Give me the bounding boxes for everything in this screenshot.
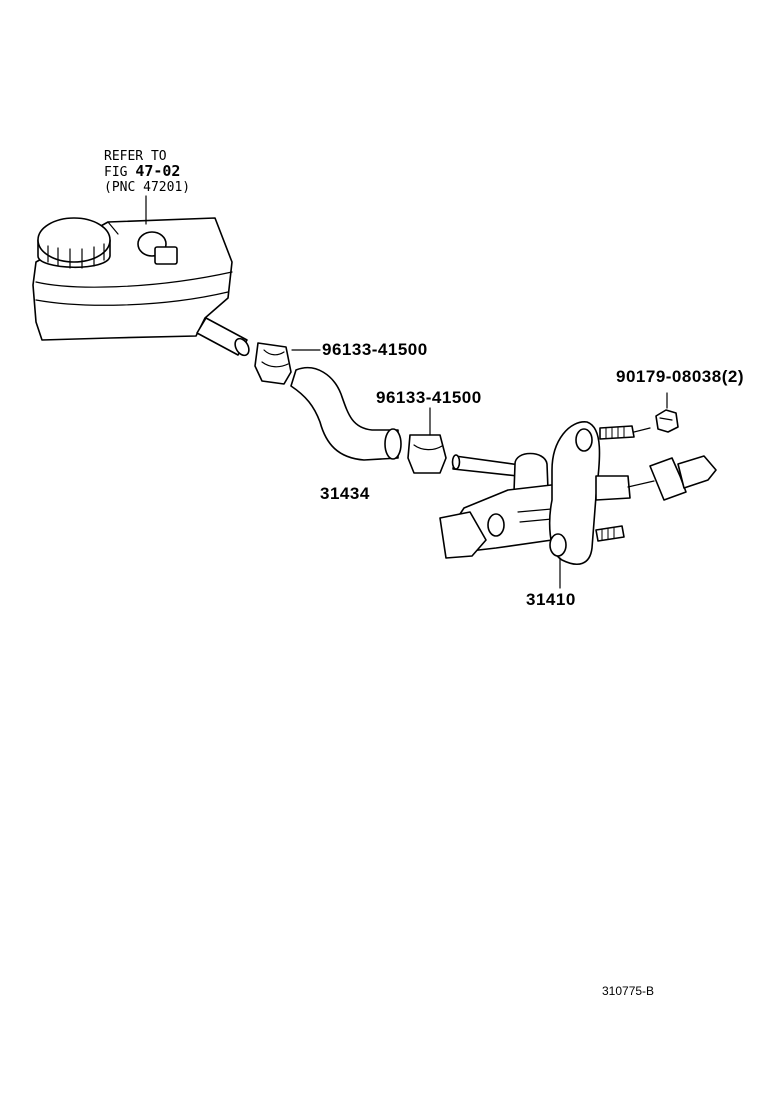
- hose-clip-lower: [407, 434, 447, 474]
- reservoir-hose: [290, 367, 402, 461]
- reservoir-cap: [37, 217, 111, 269]
- clutch-master-cylinder: [439, 421, 717, 565]
- refer-line-3: (PNC 47201): [104, 180, 191, 195]
- refer-fig-prefix: FIG: [104, 165, 128, 180]
- nut: [655, 409, 679, 433]
- hose-clip-upper: [254, 342, 292, 385]
- part-number-hose: 31434: [320, 484, 370, 503]
- part-number-clip-upper: 96133-41500: [322, 340, 428, 359]
- part-number-nut: 90179-08038(2): [616, 367, 744, 386]
- illustration-code: 310775-B: [602, 984, 655, 998]
- part-number-clip-lower: 96133-41500: [376, 388, 482, 407]
- part-number-master-cylinder: 31410: [526, 590, 576, 609]
- refer-line-2: FIG 47-02: [104, 162, 190, 181]
- refer-line-1: REFER TO: [104, 149, 167, 164]
- reservoir-outlet-pipe: [196, 317, 250, 357]
- refer-note: REFER TO FIG 47-02 (PNC 47201): [104, 149, 190, 195]
- refer-fig-number: 47-02: [135, 162, 181, 180]
